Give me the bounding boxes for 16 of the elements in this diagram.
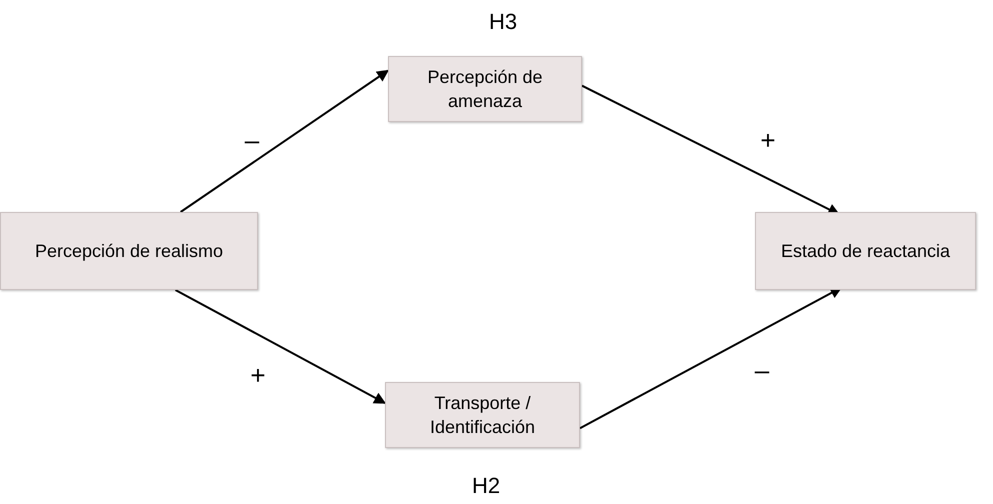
concept-box [0,212,258,290]
arrow [174,289,386,404]
node-label: Estado de reactancia [780,240,952,263]
node-label: Transporte / Identificación [428,392,536,439]
hypothesis-label: H3 [488,9,518,35]
edge-label: – [244,126,260,154]
arrow [180,70,389,213]
concept-box [388,56,582,122]
edge-label: + [250,361,266,389]
edge-label: – [754,356,770,384]
node-label: Percepción de amenaza [426,66,544,113]
concept-box [755,212,976,290]
node-label: Percepción de realismo [34,240,224,263]
concept-box [385,382,580,448]
hypothesis-label: H2 [472,473,500,499]
edge-label: + [760,126,776,154]
